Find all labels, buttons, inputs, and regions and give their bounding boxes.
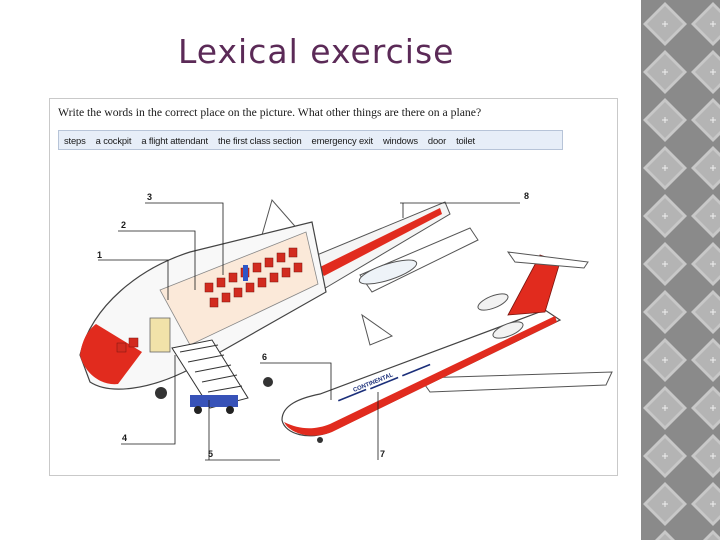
word-door: door: [427, 134, 447, 146]
cutaway-engine: [358, 259, 418, 285]
leader-line-3: [145, 202, 224, 275]
continental-windows: [337, 363, 431, 402]
word-flight-attendant: a flight attendant: [141, 134, 208, 146]
leader-line-4: [121, 355, 176, 445]
word-emergency-exit: emergency exit: [311, 134, 374, 146]
continental-upper-wing: [361, 313, 394, 346]
word-cockpit: a cockpit: [95, 134, 132, 146]
word-toilet: toilet: [456, 134, 475, 146]
label-2: 2: [121, 220, 126, 230]
continental-lower-wing: [419, 371, 613, 393]
leader-line-1: [98, 259, 169, 300]
cutaway-plane: [79, 198, 479, 414]
continental-plane: CONTINENTAL: [281, 251, 613, 443]
leader-lines: [98, 202, 520, 461]
label-6: 6: [262, 352, 267, 362]
label-4: 4: [122, 433, 127, 443]
slide-title: Lexical exercise: [178, 32, 455, 71]
airplane-illustration: CONTINENTAL 1 2 3 4 5 6 7 8: [79, 191, 613, 461]
exercise-instructions: Write the words in the correct place on …: [58, 106, 482, 119]
continental-horizontal-stabilizer: [506, 251, 589, 269]
word-first-class-section: the first class section: [217, 134, 302, 146]
word-steps: steps: [64, 134, 86, 146]
continental-engine-right: [492, 321, 524, 339]
cutaway-nose-red: [80, 324, 142, 385]
boarding-steps: [171, 339, 249, 414]
label-5: 5: [208, 449, 213, 459]
label-3: 3: [147, 192, 152, 202]
continental-engine-left: [477, 293, 509, 311]
main-wheel: [263, 377, 273, 387]
continental-nose-wheel: [317, 437, 323, 443]
continental-fuselage: [281, 309, 562, 437]
label-1: 1: [97, 250, 102, 260]
nose-wheel: [155, 387, 167, 399]
label-7: 7: [380, 449, 385, 459]
cutaway-door: [149, 317, 171, 353]
decorative-side-panel: [641, 0, 720, 540]
label-8: 8: [524, 191, 529, 201]
leader-line-6: [260, 362, 332, 400]
word-windows: windows: [383, 134, 418, 146]
flight-attendant-figure: [243, 265, 248, 281]
cutaway-rear-stripe: [318, 208, 442, 276]
leader-line-2: [118, 230, 196, 290]
word-bank: steps a cockpit a flight attendant the f…: [58, 130, 563, 150]
